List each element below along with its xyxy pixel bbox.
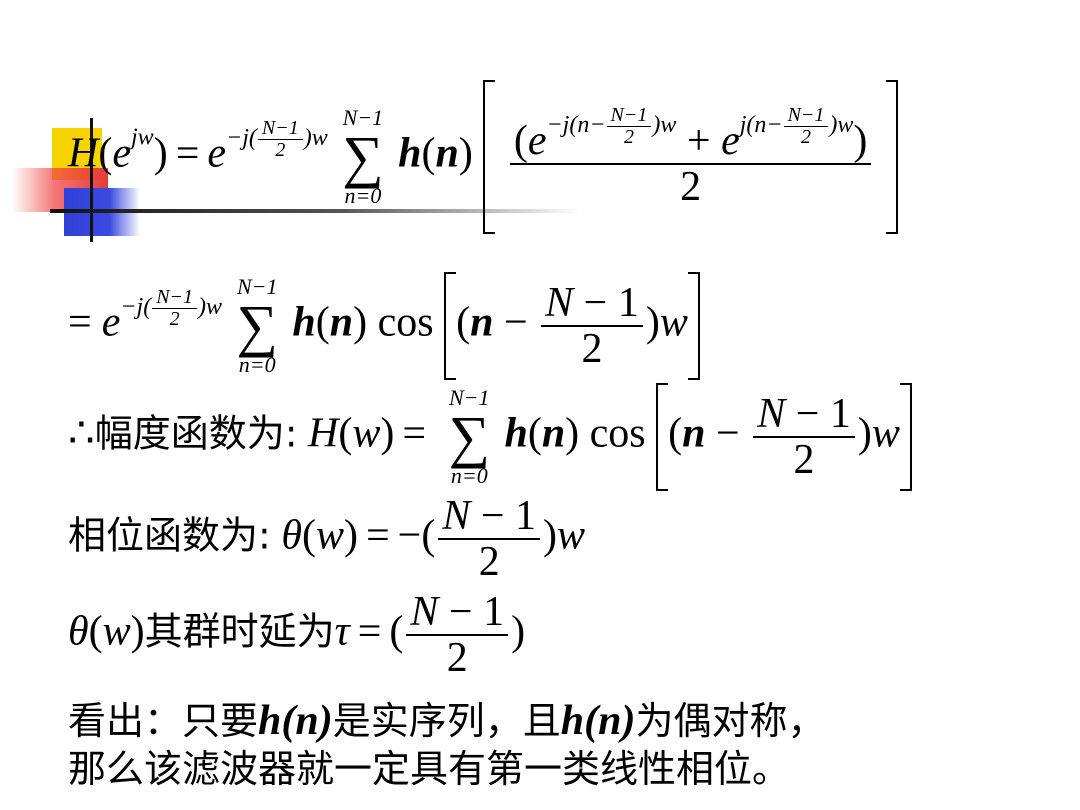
left-bracket bbox=[483, 80, 496, 234]
phase-function-label: 相位函数为: bbox=[68, 513, 271, 558]
equation-line-3: ∴幅度函数为: H(w)= N−1∑n=0 h(n) cos (n − N − … bbox=[68, 383, 912, 491]
right-bracket bbox=[885, 80, 898, 234]
conclusion-line-2: 那么该滤波器就一定具有第一类线性相位。 bbox=[68, 747, 791, 791]
decor-vertical-rule bbox=[90, 118, 93, 242]
summation-sign: N−1∑n=0 bbox=[448, 385, 490, 488]
amplitude-function-label: 幅度函数为: bbox=[94, 411, 298, 456]
summation-sign: N−1∑n=0 bbox=[342, 105, 384, 208]
conclusion-line-1: 看出：只要h(n)是实序列，且h(n)为偶对称， bbox=[68, 698, 826, 744]
decor-horizontal-rule bbox=[50, 209, 580, 213]
group-delay-label: 其群时延为 bbox=[144, 609, 335, 654]
summation-sign: N−1∑n=0 bbox=[236, 274, 278, 377]
